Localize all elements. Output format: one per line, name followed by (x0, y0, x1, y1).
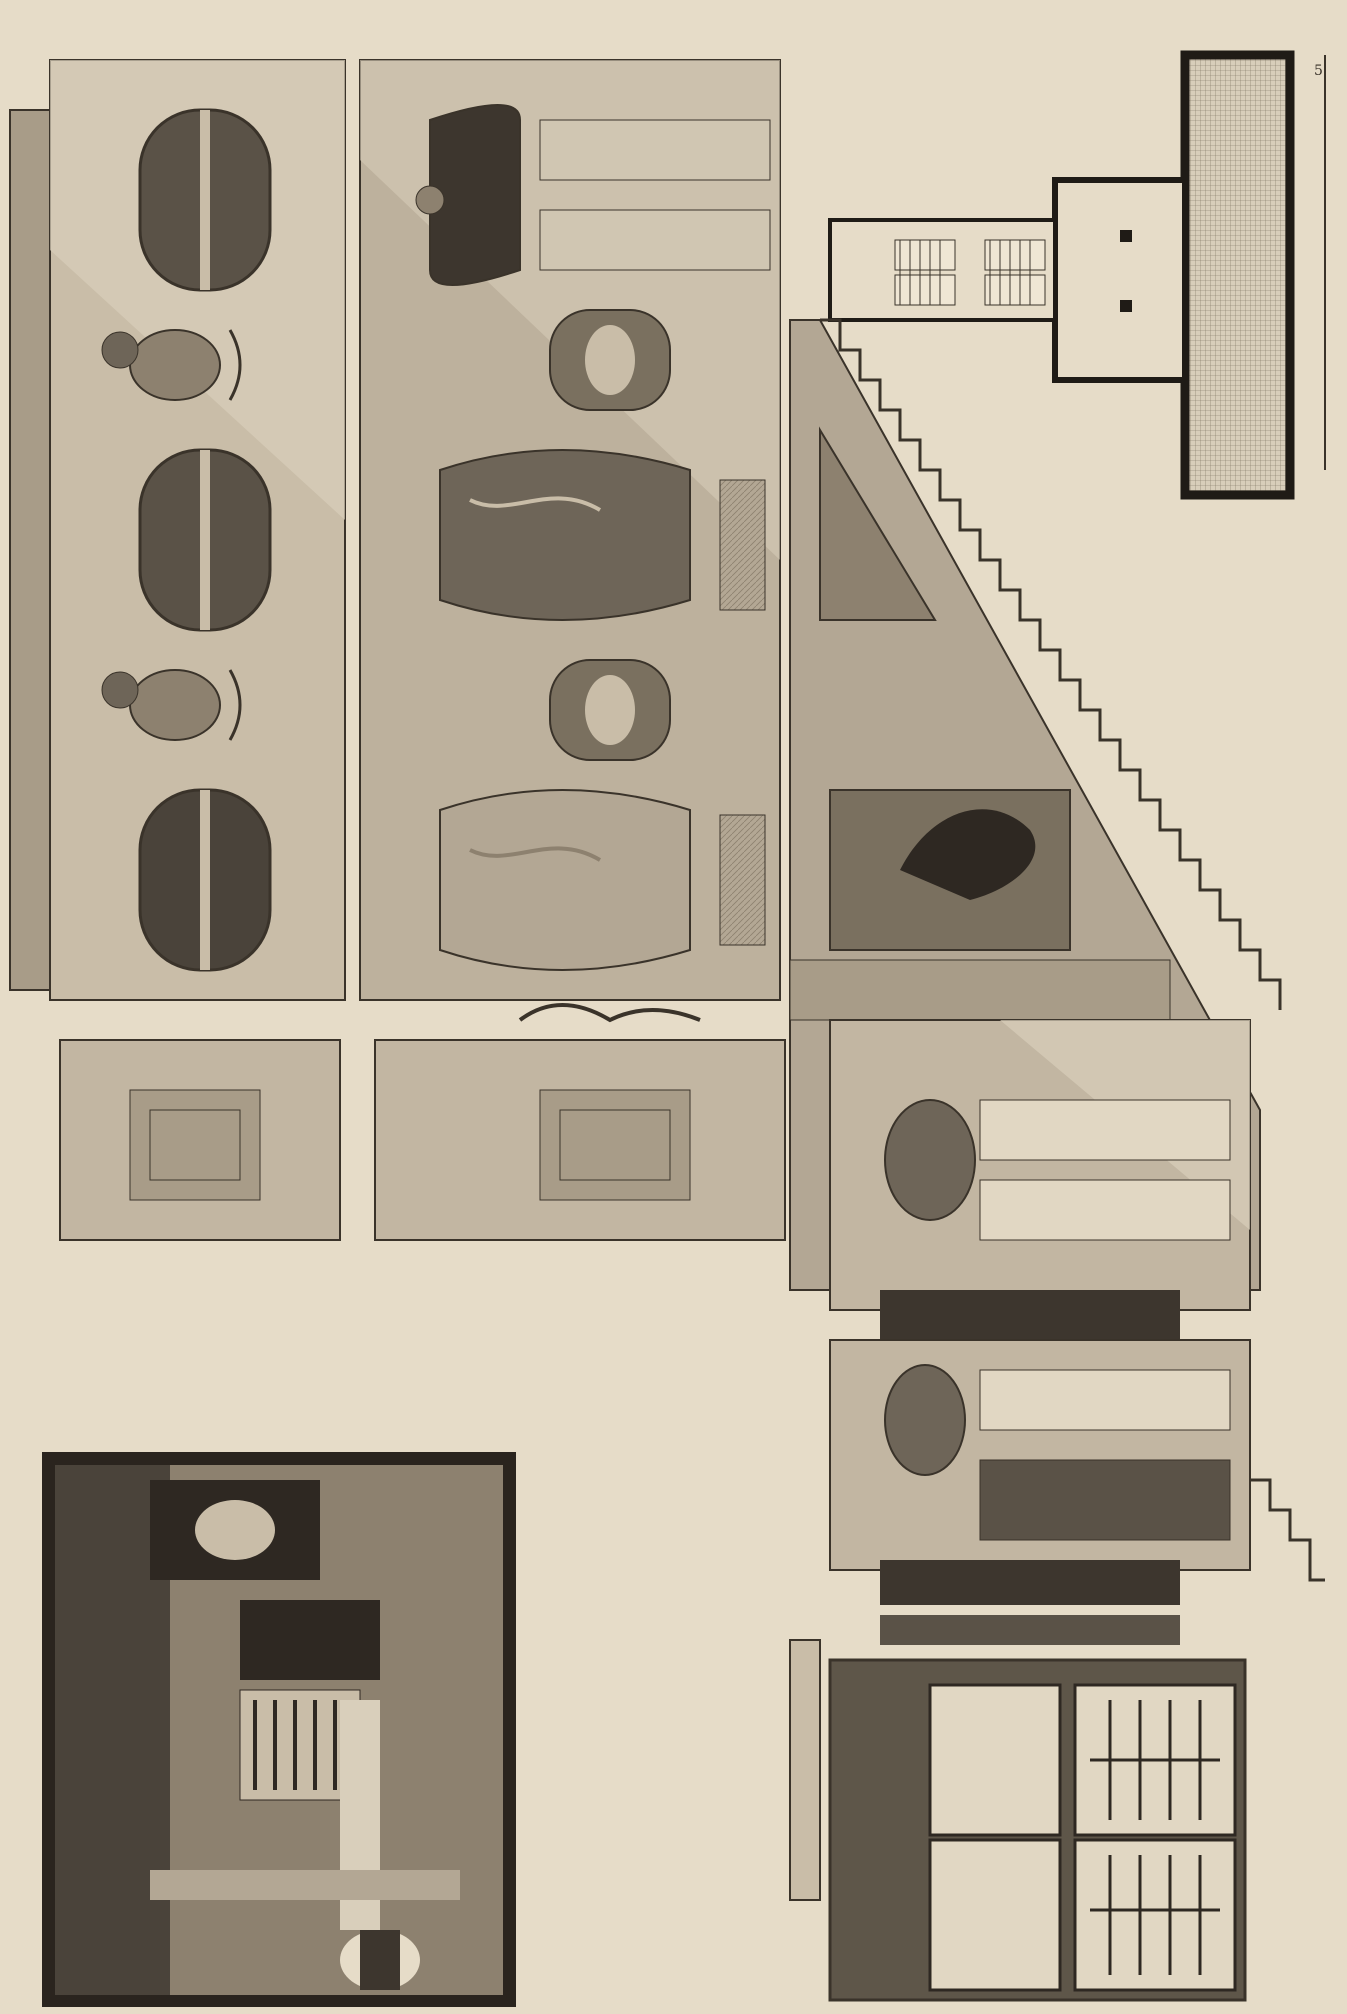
stair-steps (820, 318, 1282, 1010)
column-dark-1 (880, 1290, 1180, 1340)
cornice-band (9, 109, 51, 991)
floor-plan: 5 (828, 50, 1326, 500)
arched-window-pair-1 (138, 108, 272, 292)
ornament-vase-2 (101, 669, 242, 741)
statue-niche-2 (549, 659, 671, 761)
perspective-figures (340, 1930, 420, 1990)
perspective-arch-1 (150, 1480, 320, 1580)
arched-window-pair-3 (138, 788, 272, 972)
plan-hall (1180, 50, 1295, 500)
perspective-view (42, 1452, 516, 2007)
balustrade-1 (719, 479, 766, 611)
shell-ornament-2 (884, 1364, 966, 1476)
arched-window-pair-2 (138, 448, 272, 632)
perspective-arch-2 (240, 1600, 380, 1680)
shell-ornament-1 (884, 1099, 976, 1221)
niche-relief-1 (439, 449, 691, 621)
door-base-left (59, 1039, 341, 1241)
stair-landing-figure (829, 789, 1071, 951)
door-panel-2 (979, 1369, 1231, 1541)
niche-dark-top (415, 104, 521, 286)
scale-label: 5 (1314, 63, 1323, 79)
ornament-vase-1 (101, 329, 242, 401)
gallery-elevation (9, 59, 786, 1241)
statue-niche-1 (549, 309, 671, 411)
plan-stairs (894, 239, 1046, 306)
niche-relief-2 (439, 789, 691, 971)
door-base-right (374, 1003, 786, 1241)
ornamental-screen (789, 1639, 1247, 2002)
lower-elevation (789, 1019, 1325, 2002)
door-panel-1 (979, 1099, 1231, 1241)
column-dark-2 (880, 1560, 1180, 1605)
balustrade-2 (719, 814, 766, 946)
